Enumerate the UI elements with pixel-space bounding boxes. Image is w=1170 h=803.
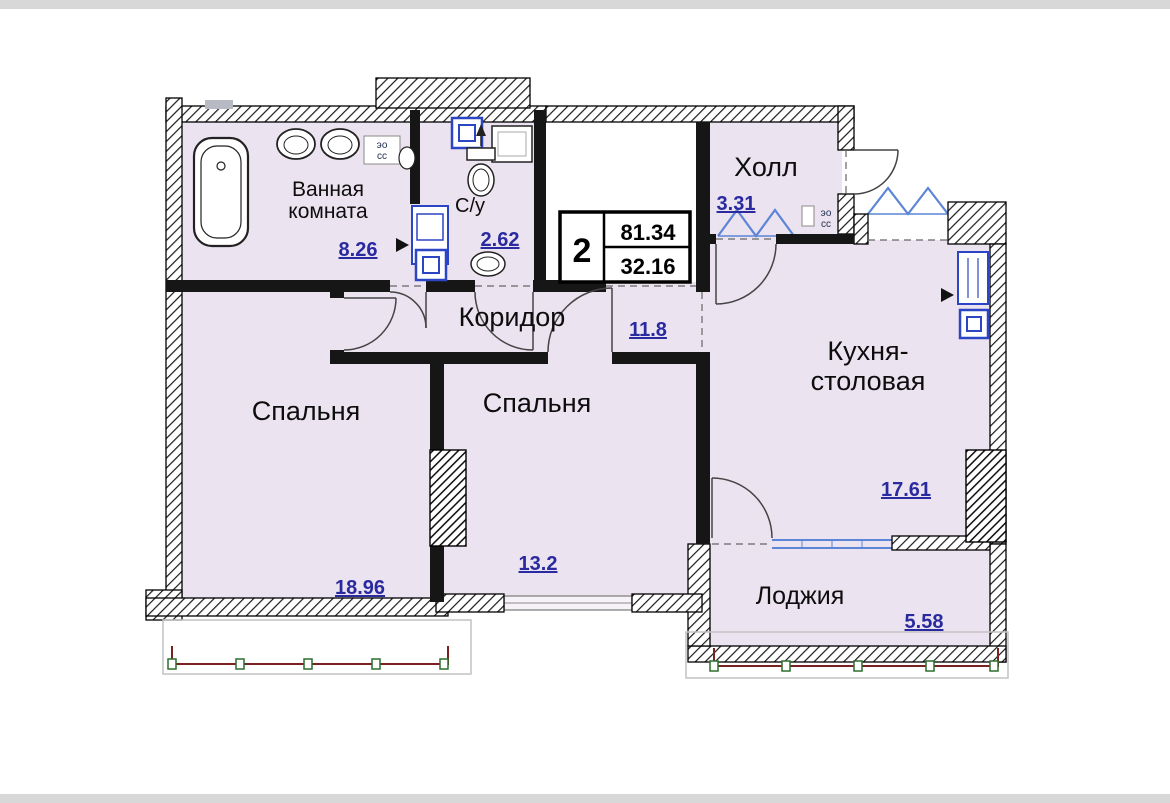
wall-segment	[165, 97, 183, 613]
area-labels: 8.26 2.62 11.8 3.31 17.61 18.96 13.2 5.5…	[335, 193, 944, 633]
room-fill-loggia	[700, 540, 998, 652]
bathtub-icon	[192, 136, 250, 248]
living-area: 32.16	[620, 254, 675, 279]
room-fill-kitchen	[702, 240, 998, 545]
label-kitchen: Кухня-	[827, 336, 908, 366]
balcony-left	[162, 619, 472, 675]
area-hall: 3.31	[717, 193, 756, 215]
door-bathroom	[389, 291, 427, 329]
door-bedroom-2	[547, 287, 613, 353]
riser-texts: эо сс эо сс	[377, 140, 832, 230]
railing-posts	[167, 658, 449, 670]
wall-segment	[947, 201, 1007, 245]
room-fill-bedroom-2	[436, 352, 702, 604]
wc-sink-icon	[470, 251, 506, 277]
label-bedroom-1: Спальня	[252, 396, 361, 426]
bedroom2-window	[503, 595, 633, 611]
wall-segment	[631, 593, 703, 613]
kitchen-cabinet-icon	[957, 251, 989, 305]
wall-segment	[534, 110, 546, 292]
wall-segment	[612, 352, 702, 364]
toilet-icon	[466, 124, 496, 197]
wall-segment	[696, 352, 710, 544]
door-bedroom-1	[343, 297, 397, 351]
balcony-outline	[162, 619, 472, 675]
direction-arrow-icon	[396, 238, 409, 252]
label-corridor: Коридор	[459, 302, 566, 332]
railing-posts	[709, 660, 999, 672]
door-kitchen-loggia	[711, 477, 773, 539]
wall-segment	[776, 234, 854, 244]
pilasters	[429, 449, 1007, 547]
area-bathroom: 8.26	[339, 239, 378, 261]
wall-segment	[989, 543, 1007, 663]
wall-segment	[145, 597, 449, 617]
label-bedroom-2: Спальня	[483, 388, 592, 418]
wall-segment	[853, 213, 869, 245]
wall-segment	[545, 105, 855, 123]
rooms-count: 2	[573, 232, 592, 270]
area-kitchen: 17.61	[881, 479, 931, 501]
dashed-openings	[390, 150, 948, 545]
label-loggia: Лоджия	[756, 582, 845, 610]
exterior-walls	[145, 77, 1007, 663]
area-loggia: 5.58	[905, 611, 944, 633]
area-wc: 2.62	[481, 229, 520, 251]
area-corridor: 11.8	[629, 319, 667, 341]
wall-segment	[330, 352, 442, 364]
direction-arrow-icon	[941, 288, 954, 302]
wall-segment	[375, 77, 531, 109]
riser-text: сс	[377, 151, 387, 162]
wall-segment	[435, 593, 505, 613]
total-area: 81.34	[620, 220, 676, 245]
vent-arrow-icon	[476, 124, 486, 136]
wall-segment	[426, 280, 475, 292]
info-box: 2 81.34 32.16	[558, 210, 692, 284]
sink-icon	[276, 128, 316, 160]
riser-box	[801, 205, 815, 227]
label-bathroom: комната	[288, 200, 368, 223]
doors	[343, 149, 899, 539]
balcony-right	[685, 631, 1009, 679]
fixtures	[192, 116, 990, 340]
label-wc: С/у	[455, 195, 485, 217]
door-hall-kitchen	[715, 243, 777, 305]
area-bedroom-2: 13.2	[519, 553, 558, 575]
bottom-gray-bar	[0, 794, 1170, 803]
wall-segment	[696, 122, 710, 292]
riser-text: сс	[821, 219, 831, 230]
room-fill-bedroom-1	[176, 282, 438, 612]
riser-text: эо	[821, 208, 832, 219]
label-hall: Холл	[734, 152, 798, 182]
room-labels: Ванная комната С/у Коридор Холл Кухня- с…	[252, 152, 926, 610]
label-bathroom: Ванная	[292, 178, 364, 201]
top-gray-bar	[0, 0, 1170, 9]
wall-segment	[436, 352, 548, 364]
wall-segment	[330, 280, 344, 298]
sink-icon	[320, 128, 360, 160]
wall-segment	[837, 105, 855, 151]
water-heater-icon	[491, 125, 533, 163]
wall-segment	[837, 193, 855, 235]
french-window-icon	[867, 186, 949, 216]
wall-segment	[166, 280, 390, 292]
balcony-outline	[685, 631, 1009, 679]
riser-box	[363, 135, 416, 170]
wall-segment	[687, 645, 1007, 663]
door-wc	[474, 291, 534, 351]
top-edge-mark	[205, 100, 233, 109]
riser-text: эо	[377, 140, 388, 151]
area-bedroom-1: 18.96	[335, 577, 385, 599]
plumbing-riser-icon	[958, 308, 990, 340]
label-kitchen: столовая	[811, 366, 926, 396]
pilaster	[965, 449, 1007, 543]
pilaster	[429, 449, 467, 547]
door-entrance	[853, 149, 899, 195]
wall-segment	[708, 234, 716, 244]
room-fills	[176, 110, 998, 652]
plumbing-riser-icon	[414, 248, 448, 282]
